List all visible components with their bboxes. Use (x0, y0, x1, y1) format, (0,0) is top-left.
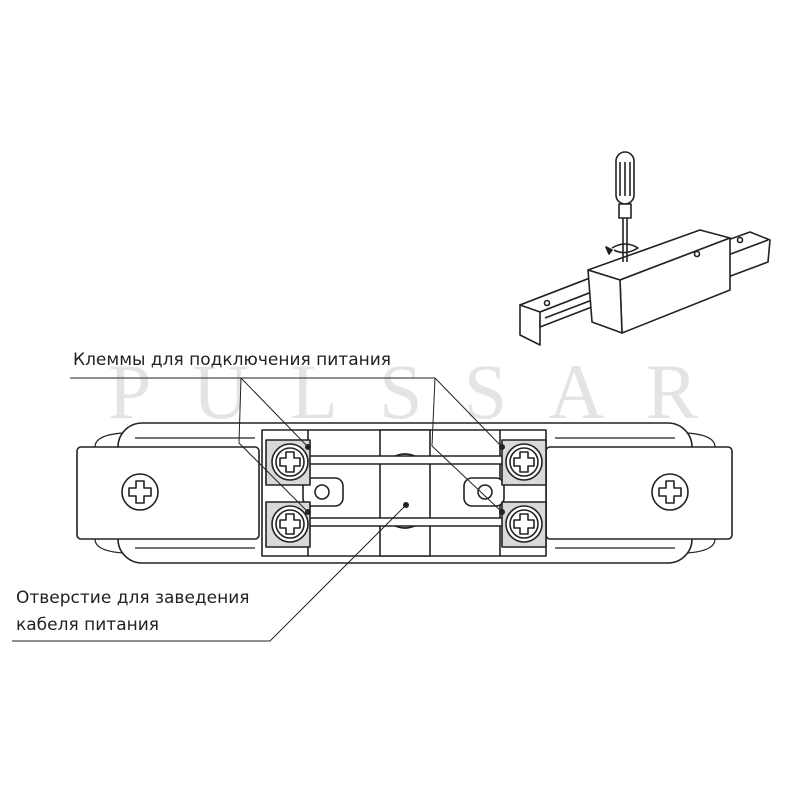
screw-icon (279, 513, 301, 535)
track-connector (76, 422, 733, 564)
screw-icon (513, 513, 535, 535)
left-mount-screw-icon (121, 473, 159, 511)
watermark-letter: P (108, 348, 152, 435)
right-track-end (545, 446, 733, 540)
screw-icon (513, 451, 535, 473)
watermark-letter: S (379, 348, 423, 435)
left-tab (302, 477, 344, 507)
center-block (379, 429, 431, 557)
watermark-letter: L (290, 348, 338, 435)
terminals-label: Клеммы для подключения питания (73, 350, 392, 370)
cable-hole-label-line2: кабеля питания (16, 615, 159, 635)
watermark-letter: S (463, 348, 508, 435)
watermark-letter: A (548, 348, 605, 435)
watermark: P U L S S A R (108, 352, 698, 432)
terminal-bottom-right (501, 501, 547, 548)
screw-icon (279, 451, 301, 473)
isometric-track-illustration (519, 151, 771, 346)
terminal-top-left (265, 439, 311, 486)
watermark-letter: R (645, 348, 698, 435)
terminal-top-right (501, 439, 547, 486)
cable-hole-label-line1: Отверстие для заведения (16, 588, 250, 608)
leader-lines (12, 377, 505, 642)
right-mount-screw-icon (651, 473, 689, 511)
left-track-end (76, 446, 260, 540)
terminal-bottom-left (265, 501, 311, 548)
screwdriver-icon (605, 151, 639, 262)
